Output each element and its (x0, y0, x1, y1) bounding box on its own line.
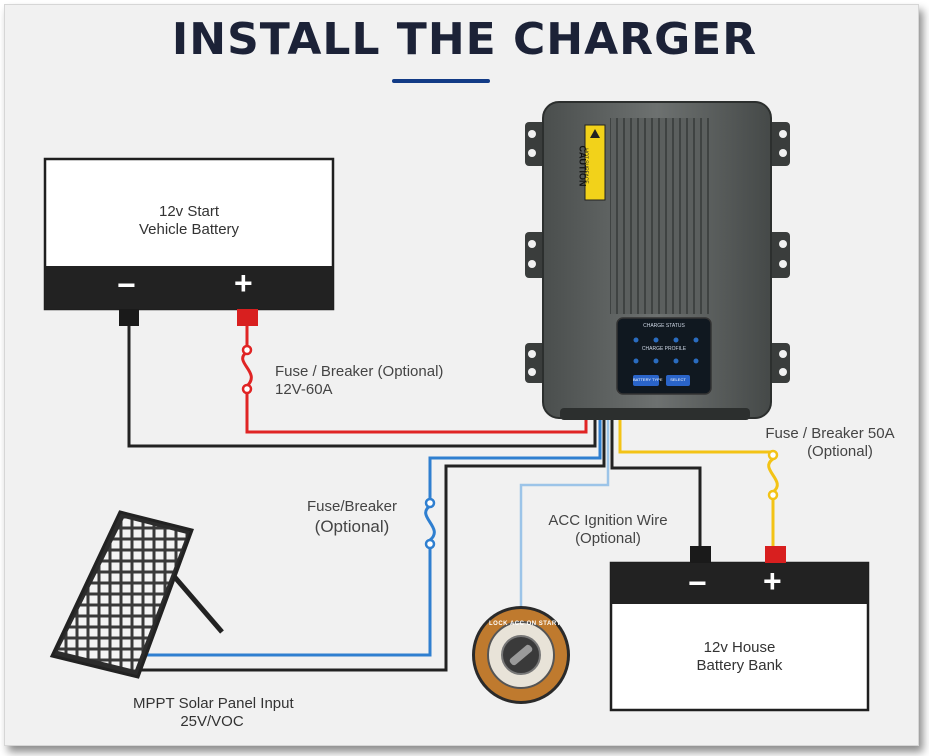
select-button[interactable]: SELECT (670, 377, 686, 382)
solar-input-line1: MPPT Solar Panel Input (133, 695, 294, 712)
acc-wire-line2: (Optional) (575, 530, 641, 547)
charger-panel-subtitle: CHARGE PROFILE (641, 346, 687, 352)
charger-unit (525, 101, 790, 420)
start-battery-plus: + (234, 265, 253, 301)
fuse-symbol-house (767, 457, 779, 494)
house-battery (609, 546, 870, 712)
house-battery-line1: 12v House (703, 639, 776, 656)
battery-type-button[interactable]: BATTERY TYPE (633, 377, 663, 382)
title-underline (392, 79, 490, 83)
fuse-house-label: Fuse / Breaker 50A (Optional) (752, 425, 908, 461)
charger-panel-title: CHARGE STATUS (643, 323, 685, 329)
ignition-ring-text: LOCK ACC ON START (489, 621, 561, 627)
wire-house-negative (610, 415, 702, 550)
solar-panel (49, 510, 224, 679)
fuse-solar-line1: Fuse/Breaker (306, 498, 398, 515)
house-battery-minus: − (688, 565, 707, 601)
wire-solar-negative (130, 415, 606, 672)
fuse-start-label: Fuse / Breaker (Optional) 12V-60A (275, 363, 443, 399)
fuse-symbol-solar (424, 504, 436, 542)
fuse-symbol-start (241, 350, 253, 388)
fuse-start-line1: Fuse / Breaker (Optional) (275, 363, 444, 380)
solar-input-line2: 25V/VOC (180, 713, 244, 730)
start-battery-line2: Vehicle Battery (138, 221, 240, 238)
charger-caution-sub: HOT SURFACE (582, 148, 589, 184)
fuse-solar-line2: (Optional) (314, 517, 390, 536)
fuse-start-line2: 12V-60A (275, 381, 333, 398)
start-battery (43, 157, 335, 326)
page-title: INSTALL THE CHARGER (171, 14, 758, 65)
fuse-house-line1: Fuse / Breaker 50A (765, 425, 895, 442)
start-battery-label: 12v Start Vehicle Battery (45, 203, 333, 239)
wire-acc (519, 415, 610, 612)
fuse-house-line2: (Optional) (807, 443, 873, 460)
start-battery-line1: 12v Start (158, 203, 220, 220)
fuse-solar-label: Fuse/Breaker (Optional) (296, 498, 408, 537)
house-battery-line2: Battery Bank (696, 657, 783, 674)
house-battery-label: 12v House Battery Bank (611, 639, 868, 675)
wire-solar-positive (135, 548, 432, 657)
acc-wire-label: ACC Ignition Wire (Optional) (535, 512, 681, 548)
acc-wire-line1: ACC Ignition Wire (548, 512, 668, 529)
solar-input-label: MPPT Solar Panel Input 25V/VOC (133, 695, 294, 731)
house-battery-plus: + (763, 563, 782, 599)
wire-house-positive (618, 415, 773, 454)
ignition-key (472, 606, 570, 704)
wire-start-negative (127, 326, 597, 448)
start-battery-minus: − (117, 267, 136, 303)
